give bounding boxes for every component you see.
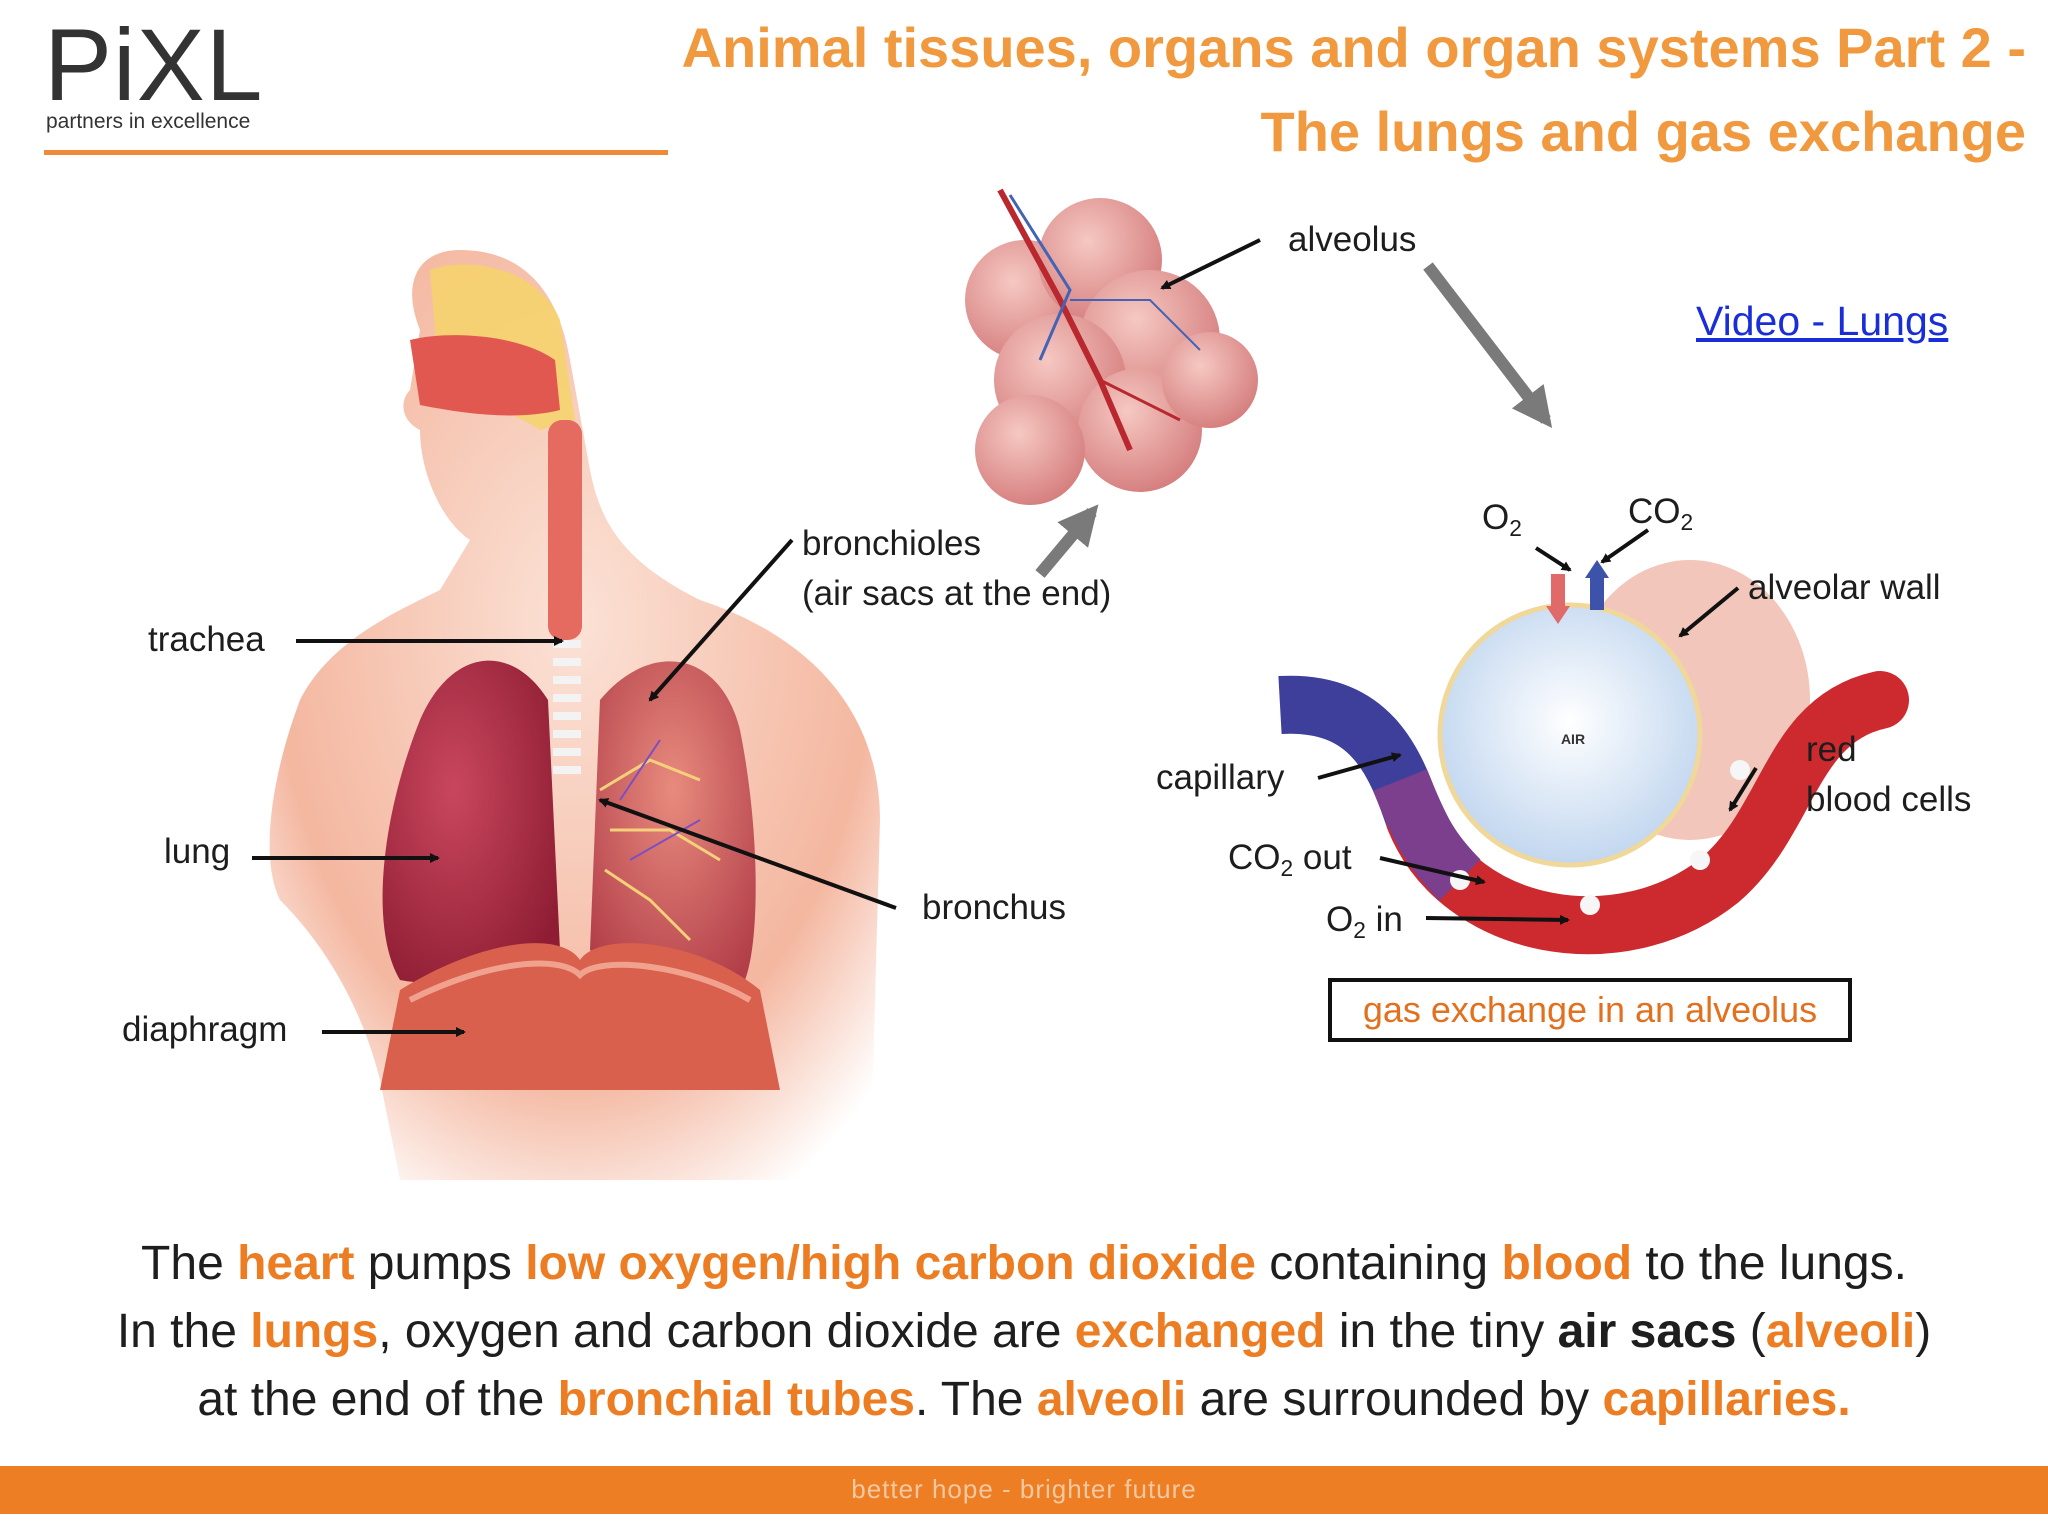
- air-label: AIR: [1561, 731, 1585, 747]
- trachea-label: trachea: [148, 620, 265, 659]
- summary-line-3: at the end of the bronchial tubes. The a…: [197, 1373, 1851, 1426]
- alveolus-label: alveolus: [1288, 220, 1417, 259]
- pointer-arrows: [1035, 262, 1553, 578]
- diaphragm-label: diaphragm: [122, 1010, 288, 1049]
- red-blood-cells-label-line2: blood cells: [1806, 780, 1972, 819]
- label-arrows: [252, 238, 1758, 1037]
- alveolus-cluster-illustration: [965, 188, 1258, 505]
- respiratory-system-illustration: [269, 250, 880, 1180]
- o2-in-label: O2 in: [1326, 900, 1403, 943]
- capillary-label: capillary: [1156, 758, 1285, 797]
- page-title: Animal tissues, organs and organ systems…: [681, 16, 2026, 163]
- gas-exchange-illustration: AIR: [1278, 560, 1909, 955]
- red-blood-cells-label-line1: red: [1806, 730, 1857, 769]
- lung-label: lung: [164, 832, 231, 871]
- footer-bar: [0, 1466, 2048, 1514]
- logo-underline: [44, 150, 668, 155]
- summary-text: The heart pumps low oxygen/high carbon d…: [20, 1230, 2028, 1434]
- co2-top-label: CO2: [1628, 492, 1694, 535]
- gas-exchange-caption: gas exchange in an alveolus: [1328, 978, 1852, 1042]
- footer-slogan: better hope - brighter future: [851, 1474, 1197, 1504]
- pixl-logo: PiXL: [44, 8, 264, 122]
- video-lungs-link[interactable]: Video - Lungs: [1696, 298, 1949, 344]
- logo-tagline: partners in excellence: [46, 110, 251, 133]
- summary-line-2: In the lungs, oxygen and carbon dioxide …: [116, 1305, 1932, 1358]
- o2-top-label: O2: [1482, 498, 1522, 541]
- co2-out-label: CO2 out: [1228, 838, 1352, 881]
- bronchus-label: bronchus: [922, 888, 1066, 927]
- summary-line-1: The heart pumps low oxygen/high carbon d…: [141, 1237, 1907, 1290]
- bronchioles-label: bronchioles: [802, 524, 981, 563]
- alveolar-wall-label: alveolar wall: [1748, 568, 1941, 607]
- bronchioles-note: (air sacs at the end): [802, 574, 1112, 613]
